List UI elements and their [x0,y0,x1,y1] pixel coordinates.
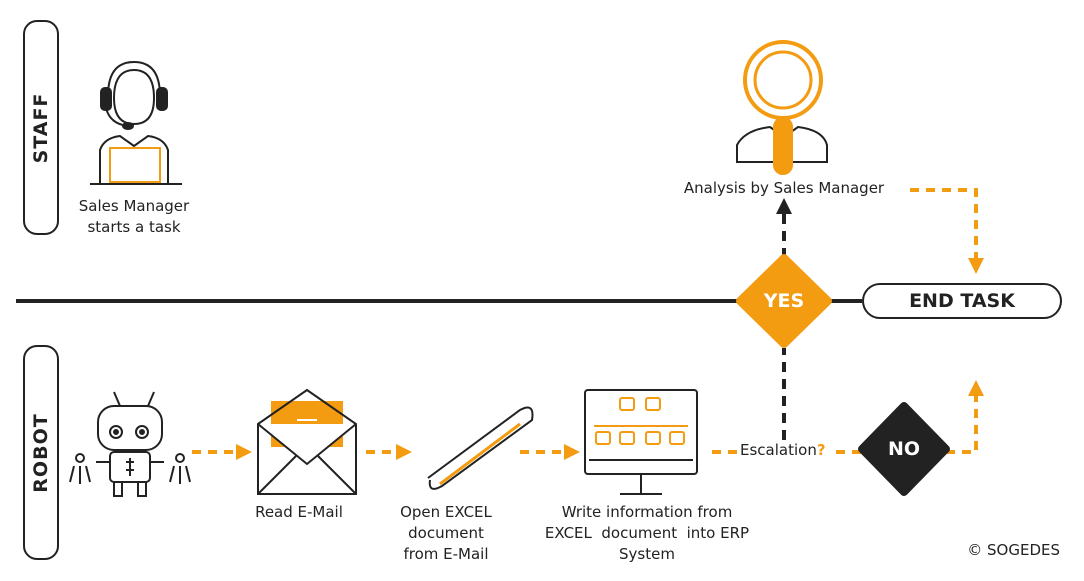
step-sales-manager: Sales Manager starts a task [64,196,204,238]
step-write-info: Write information from EXCEL document in… [532,502,762,565]
step-read-email: Read E-Mail [255,503,343,521]
paperclip-icon [427,406,534,490]
magnifier-person-icon [736,40,828,175]
copyright: © SOGEDES [967,541,1060,559]
step-write-info-line2: EXCEL document into ERP [544,524,750,542]
envelope-icon [257,388,357,495]
yes-arrow-head [776,198,792,214]
lane-robot-label: ROBOT [30,412,52,493]
end-task-box: END TASK [862,283,1062,319]
arrow-heads [236,258,984,460]
yes-diamond [736,254,832,348]
step-open-excel-line1: Open EXCEL [400,503,492,521]
flow-arrows [192,188,978,454]
yes-label: YES [763,290,805,312]
no-diamond [858,402,950,496]
step-write-info-line1: Write information from [561,503,733,521]
no-label: NO [887,438,921,460]
person-headset-laptop-icon [90,60,182,185]
step-open-excel-line2: document [408,524,484,542]
lane-staff: STAFF [23,20,59,235]
monitor-icon [584,389,698,495]
lane-staff-label: STAFF [30,92,52,163]
escalation-text: Escalation [740,441,817,459]
step-analysis: Analysis by Sales Manager [683,179,885,197]
escalation-question-mark: ? [816,441,826,459]
robot-icon [69,391,191,497]
step-write-info-line3: System [619,545,675,563]
step-open-excel-line3: from E-Mail [403,545,489,563]
escalation-label: Escalation? [740,440,840,461]
step-sales-manager-line1: Sales Manager [78,197,190,215]
lane-robot: ROBOT [23,345,59,560]
step-sales-manager-line2: starts a task [87,218,181,236]
step-open-excel: Open EXCEL document from E-Mail [386,502,506,565]
